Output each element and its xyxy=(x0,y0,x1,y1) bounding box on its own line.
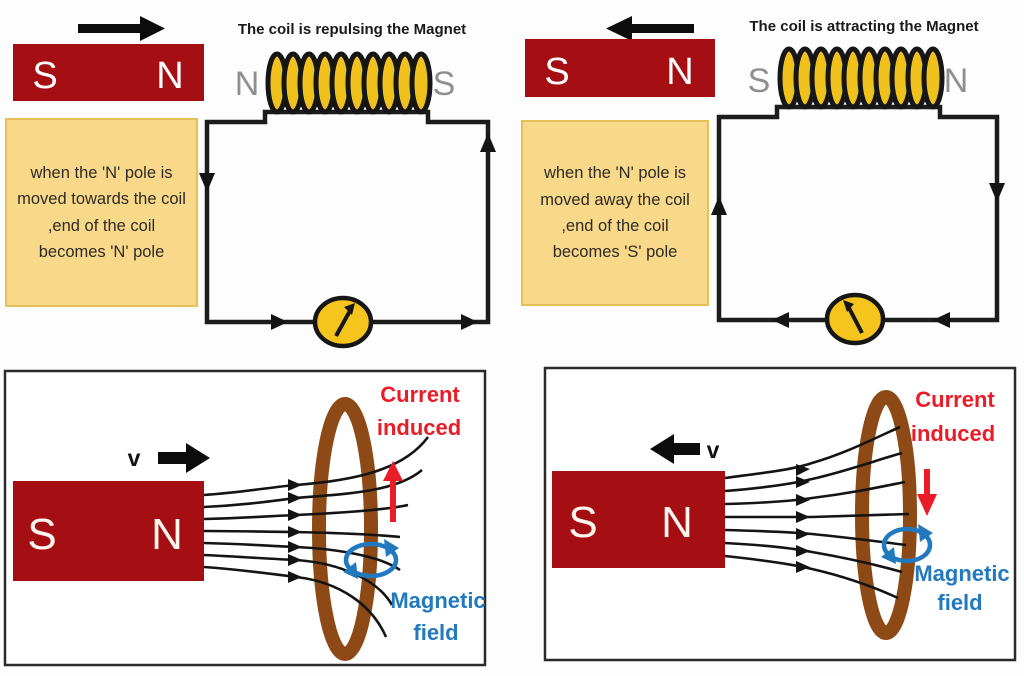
galvanometer-needle xyxy=(334,308,353,337)
magnet-body xyxy=(552,471,725,568)
velocity-arrow-right-icon xyxy=(158,443,210,473)
wire-loop-ring xyxy=(312,397,378,661)
coil-pole-right: S xyxy=(433,65,456,103)
field-arrowhead-icon xyxy=(288,492,302,504)
note-text: when the 'N' pole is moved towards the c… xyxy=(17,163,186,261)
diagram-bottom-left: v S N xyxy=(3,369,487,667)
induced-current-arrow-down xyxy=(917,469,937,516)
magnet-pole-s: S xyxy=(27,510,56,559)
field-arrowhead-icon xyxy=(796,476,810,488)
magnetic-field-lines xyxy=(724,425,910,600)
bar-magnet: S N xyxy=(13,44,204,101)
current-induced-label-line2: induced xyxy=(377,415,461,440)
panel-title: The coil is attracting the Magnet xyxy=(749,18,978,35)
needle-tip-icon xyxy=(344,303,355,315)
field-circulation-arrow xyxy=(881,524,933,564)
magnet-pole-n: N xyxy=(661,498,693,547)
field-arrowhead-icon xyxy=(796,511,810,523)
red-arrow-down-icon xyxy=(917,494,937,516)
current-induced-label-line1: Current xyxy=(915,387,995,412)
note-top-right: when the 'N' pole is moved away the coil… xyxy=(521,120,709,306)
diagram-top-left: The coil is repulsing the Magnet S N N S xyxy=(13,16,496,349)
magnet-pole-n: N xyxy=(151,510,183,559)
current-arrow-down-icon xyxy=(199,173,215,192)
red-arrow-up-icon xyxy=(383,461,403,481)
coil-pole-right: N xyxy=(944,62,969,100)
galvanometer xyxy=(824,292,886,346)
magnet-motion-arrow-right-icon xyxy=(78,16,165,41)
blue-arrowhead-icon xyxy=(384,539,399,557)
field-arrowhead-icon xyxy=(288,479,302,491)
current-arrow-right-icon xyxy=(271,314,288,330)
magnet-pole-s: S xyxy=(32,55,57,97)
field-arrowhead-icon xyxy=(796,561,810,573)
field-arrowhead-icon xyxy=(796,464,810,476)
magnetic-field-label-line2: field xyxy=(413,620,458,645)
note-top-left: when the 'N' pole is moved towards the c… xyxy=(5,118,198,307)
current-arrow-right-icon xyxy=(461,314,478,330)
current-induced-label-line1: Current xyxy=(380,382,460,407)
velocity-label: v xyxy=(128,445,141,471)
blue-arrowhead-icon xyxy=(343,562,358,579)
diagram-bottom-right: v S N xyxy=(543,366,1017,662)
magnet-pole-s: S xyxy=(568,498,597,547)
bar-magnet: S N xyxy=(525,39,715,97)
magnetic-field-label-line2: field xyxy=(937,590,982,615)
blue-arrowhead-icon xyxy=(881,547,896,564)
magnet-pole-n: N xyxy=(666,51,693,93)
current-arrow-left-icon xyxy=(772,312,789,328)
magnetic-field-lines xyxy=(203,436,430,638)
magnetic-field-label-line1: Magnetic xyxy=(390,588,485,613)
diagram-top-right: The coil is attracting the Magnet S N S … xyxy=(525,16,1005,346)
field-arrowhead-icon xyxy=(796,545,810,557)
magnet-body xyxy=(13,481,204,581)
galvanometer-needle xyxy=(846,305,864,334)
current-arrow-down-icon xyxy=(989,183,1005,202)
field-arrowhead-icon xyxy=(288,526,302,538)
current-arrow-left-icon xyxy=(933,312,950,328)
bar-magnet: S N xyxy=(552,471,725,568)
field-circulation-arrow xyxy=(343,539,399,579)
coil-pole-left: S xyxy=(748,62,771,100)
magnet-motion-arrow-left-icon xyxy=(606,16,694,41)
magnet-pole-s: S xyxy=(544,51,569,93)
bar-magnet: S N xyxy=(13,481,204,581)
induction-coil xyxy=(780,49,942,107)
note-text: when the 'N' pole is moved away the coil… xyxy=(540,164,690,262)
galvanometer xyxy=(312,295,374,349)
magnetic-field-label-line1: Magnetic xyxy=(914,561,1009,586)
magnet-pole-n: N xyxy=(156,55,183,97)
field-arrowhead-icon xyxy=(288,571,302,583)
induction-coil xyxy=(268,54,430,112)
coil-pole-left: N xyxy=(235,65,260,103)
magnet-body xyxy=(525,39,715,97)
circuit-wire xyxy=(204,109,491,325)
velocity-arrow-left-icon xyxy=(650,434,700,464)
magnet-body xyxy=(13,44,204,101)
field-arrowhead-icon xyxy=(796,528,810,540)
blue-arrowhead-icon xyxy=(918,524,933,542)
circuit-wire xyxy=(716,104,1000,323)
needle-tip-icon xyxy=(843,300,854,312)
current-induced-label-line2: induced xyxy=(911,421,995,446)
field-arrowhead-icon xyxy=(288,541,302,553)
current-arrow-up-icon xyxy=(711,196,727,215)
velocity-label: v xyxy=(707,437,720,463)
field-arrowhead-icon xyxy=(796,494,810,506)
induced-current-arrow-up xyxy=(383,461,403,522)
current-arrow-up-icon xyxy=(480,133,496,152)
panel-title: The coil is repulsing the Magnet xyxy=(238,21,466,38)
field-arrowhead-icon xyxy=(288,509,302,521)
field-arrowhead-icon xyxy=(288,554,302,566)
